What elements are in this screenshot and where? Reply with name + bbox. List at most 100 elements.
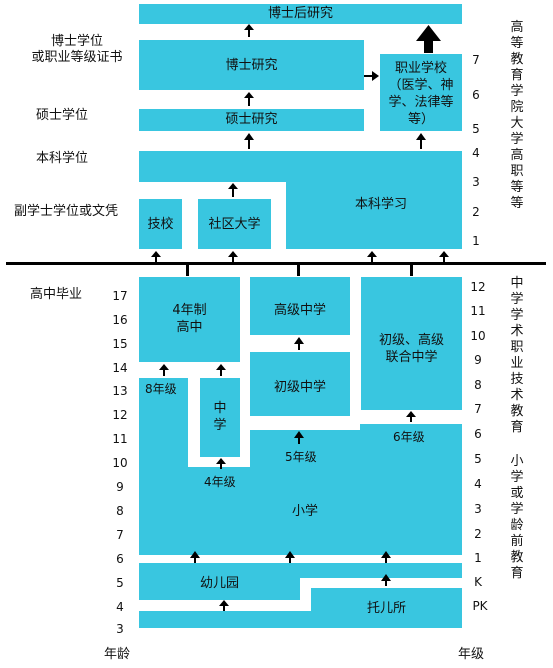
masters-box: [139, 109, 364, 131]
nursery-label: 托儿所: [366, 601, 406, 616]
community-box: [198, 199, 271, 249]
preschool-band: [139, 611, 311, 628]
school-blocks: [139, 277, 462, 628]
grade-number: 5: [474, 452, 482, 466]
hs-divider: [6, 262, 546, 276]
arrow-to-middle: [216, 458, 226, 469]
higher-year: 6: [472, 88, 480, 102]
age-number: 9: [116, 480, 124, 494]
senior-high-box: [250, 277, 350, 335]
grade-6-note: 6年级: [393, 430, 425, 444]
arrow-up-grade1-c: [381, 551, 391, 563]
age-number: 13: [112, 384, 128, 398]
primary-education-category-label: 小学或学龄前教育: [503, 454, 531, 582]
vertical-char: 龄: [510, 518, 524, 533]
kindergarten-label: 幼儿园: [199, 576, 239, 591]
vertical-char: 术: [510, 388, 524, 403]
middle-label: 中 学: [213, 401, 227, 433]
vertical-char: 教: [510, 404, 524, 419]
associate-degree-label: 副学士学位或文凭: [14, 204, 119, 219]
senior-high-label: 高级中学: [273, 303, 326, 318]
technical-box: [139, 199, 182, 249]
hs-graduation-label: 高中毕业: [30, 287, 83, 302]
elementary-label: 小学: [291, 504, 318, 519]
vertical-char: 小: [510, 454, 524, 469]
vertical-char: 或: [510, 486, 524, 501]
vertical-char: 等: [510, 180, 524, 195]
junior-senior-label: 初级、高级 联合中学: [378, 333, 444, 365]
vertical-char: 术: [510, 324, 524, 339]
higher-education-blocks: [139, 4, 462, 249]
arrow-to-senior-high: [294, 337, 304, 350]
vertical-char: 前: [510, 534, 524, 549]
age-number: 5: [116, 576, 124, 590]
hs-4yr-box: [139, 277, 240, 362]
arrow-up-grade1-b: [285, 551, 295, 563]
vertical-char: 育: [510, 420, 524, 435]
arrow-to-junior-high: [294, 431, 304, 444]
vertical-char: 学: [510, 84, 524, 99]
grade-number: 3: [474, 502, 482, 516]
vertical-char: 业: [510, 356, 524, 371]
masters-study-label: 硕士研究: [225, 112, 278, 127]
higher-year: 1: [472, 234, 480, 248]
professional-label: 职业学校 （医学、神 学、法律等 等）: [388, 61, 454, 127]
hs-4yr-label: 4年制 高中: [172, 303, 207, 335]
postdoc-box: [139, 4, 462, 24]
vertical-char: 教: [510, 52, 524, 67]
age-number: 7: [116, 528, 124, 542]
vertical-char: 学: [510, 292, 524, 307]
grade-axis-label: 年级: [458, 647, 485, 662]
age-number: 14: [112, 361, 128, 375]
masters-degree-label: 硕士学位: [35, 108, 88, 123]
higher-year: 5: [472, 122, 480, 136]
grade-5-note: 5年级: [285, 450, 317, 464]
vertical-char: 育: [510, 68, 524, 83]
age-number: 11: [112, 432, 128, 446]
higher-education-category-label: 高等教育学院大学高职等等: [503, 20, 531, 212]
arrow-to-postdoc: [244, 24, 254, 37]
arrow-up-undergrad-1: [367, 251, 377, 262]
vertical-char: 大: [510, 116, 524, 131]
junior-high-label: 初级中学: [273, 380, 326, 395]
grade-4-note: 4年级: [204, 475, 236, 489]
divider-tick-3: [410, 262, 413, 276]
divider-tick-2: [297, 262, 300, 276]
arrow-to-hs-left: [159, 364, 169, 376]
age-number: 16: [112, 313, 128, 327]
arrow-up-technical: [151, 251, 161, 262]
higher-year: 2: [472, 205, 480, 219]
vertical-char: 技: [510, 372, 524, 387]
higher-year: 7: [472, 53, 480, 67]
undergrad-label: 本科学习: [354, 197, 407, 212]
arrow-to-junior-senior: [406, 411, 416, 422]
vertical-char: 院: [510, 100, 524, 115]
arrows: [151, 24, 449, 611]
grade-number: 1: [474, 551, 482, 565]
vertical-char: 等: [510, 196, 524, 211]
divider-line: [6, 262, 546, 265]
technical-label: 技校: [147, 217, 174, 232]
nursery-box: [311, 588, 462, 628]
grade-8-note: 8年级: [145, 382, 177, 396]
grade-number: 10: [470, 329, 486, 343]
arrow-to-doctoral: [244, 92, 254, 106]
grade-number: 7: [474, 402, 482, 416]
arrow-to-masters: [244, 133, 254, 149]
doctorate-degree-label: 博士学位 或职业等级证书: [31, 34, 123, 65]
arrow-to-kindergarten: [381, 574, 391, 586]
elementary-box: [139, 378, 462, 555]
higher-year: 4: [472, 146, 480, 160]
vertical-char: 学: [510, 132, 524, 147]
higher-year: 3: [472, 175, 480, 189]
vertical-char: 学: [510, 502, 524, 517]
age-number: 6: [116, 552, 124, 566]
middle-box: [200, 378, 240, 457]
grade-number: 4: [474, 477, 482, 491]
vertical-char: 学: [510, 470, 524, 485]
age-axis-label: 年龄: [104, 647, 131, 662]
grade-number: 12: [470, 280, 486, 294]
age-number: 4: [116, 600, 124, 614]
arrow-up-undergrad-2: [439, 251, 449, 262]
